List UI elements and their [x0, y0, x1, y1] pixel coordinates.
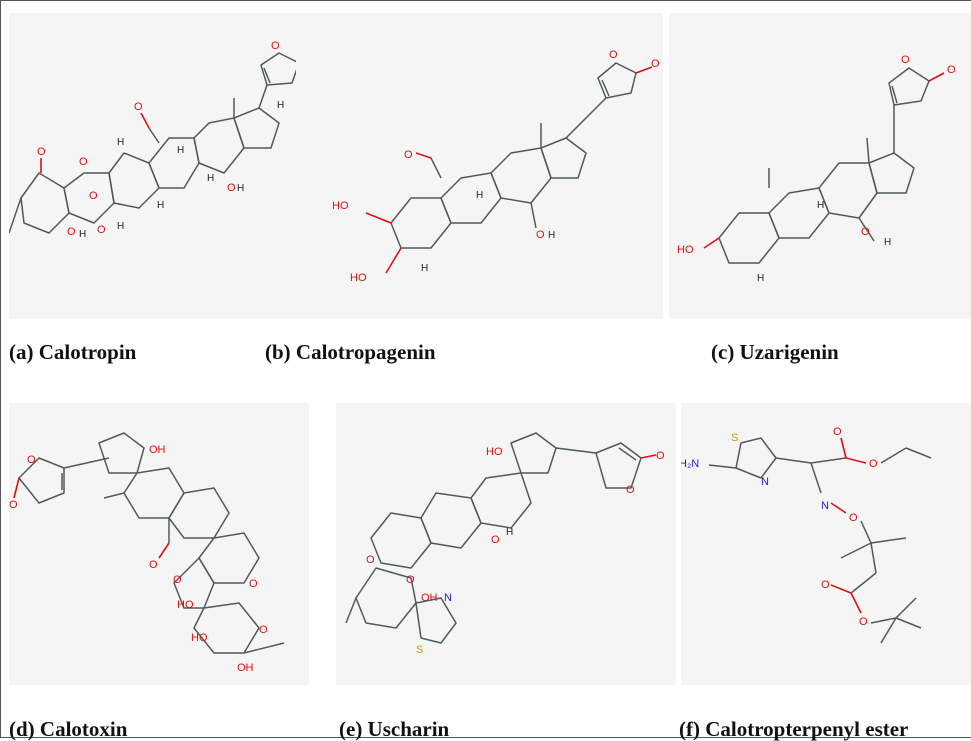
- atom-o: O: [861, 226, 870, 238]
- atom-o: O: [626, 484, 635, 496]
- atom-h: H: [79, 229, 86, 240]
- atom-o: O: [79, 156, 88, 168]
- panel-d-structure: O O OH O O O O HO HO: [9, 403, 309, 685]
- atom-o: O: [89, 190, 98, 202]
- atom-h: H: [237, 183, 244, 194]
- atom-h: H: [207, 173, 214, 184]
- calotoxin-structure: O O OH O O O O HO HO: [9, 432, 285, 674]
- uscharin-structure: O O HO O H O O OH N S: [345, 432, 665, 656]
- atom-o: O: [97, 224, 106, 236]
- atom-o: O: [869, 458, 878, 470]
- atom-oh: OH: [237, 662, 254, 674]
- panel-b-structure: O O O H H O H HO HO: [296, 13, 663, 319]
- atom-o: O: [821, 579, 830, 591]
- calotropagenin-structure: O O O H H O H HO HO: [332, 49, 660, 284]
- atom-h: H: [117, 221, 124, 232]
- atom-o: O: [833, 426, 842, 438]
- atom-o: O: [404, 149, 413, 161]
- atom-o: O: [271, 40, 280, 52]
- uzarigenin-structure: O O H O H H HO: [677, 54, 956, 284]
- atom-o: O: [149, 559, 158, 571]
- atom-ho: HO: [191, 632, 208, 644]
- atom-h: H: [476, 190, 483, 201]
- atom-o: O: [947, 64, 956, 76]
- atom-o: O: [536, 229, 545, 241]
- calotropterpenyl-ester-structure: S N H₂N N O O O O O: [681, 426, 932, 644]
- atom-ho: HO: [677, 244, 694, 256]
- atom-o: O: [609, 49, 618, 61]
- atom-o: O: [27, 454, 36, 466]
- panel-c-structure: O O H O H H HO: [669, 13, 971, 319]
- atom-n: N: [761, 476, 769, 488]
- atom-o: O: [173, 574, 182, 586]
- atom-o: O: [259, 624, 268, 636]
- atom-o: O: [227, 182, 236, 194]
- atom-s: S: [416, 644, 423, 656]
- atom-o: O: [651, 58, 660, 70]
- atom-h: H: [117, 137, 124, 148]
- panel-e-structure: O O HO O H O O OH N S: [336, 403, 676, 685]
- atom-ho: HO: [350, 272, 367, 284]
- calotropin-structure: O O H O H H H H O H H O: [9, 40, 324, 240]
- atom-h: H: [884, 237, 891, 248]
- atom-o: O: [406, 574, 415, 586]
- atom-n: N: [821, 500, 829, 512]
- atom-nh2: H₂N: [681, 458, 699, 470]
- atom-h: H: [177, 145, 184, 156]
- caption-e: (e) Uscharin: [339, 717, 450, 741]
- atom-h: H: [157, 200, 164, 211]
- atom-o: O: [37, 146, 46, 158]
- atom-h: H: [277, 100, 284, 111]
- atom-o: O: [249, 578, 258, 590]
- atom-o: O: [9, 499, 18, 511]
- atom-o: O: [134, 101, 143, 113]
- panel-f-structure: S N H₂N N O O O O O: [681, 403, 971, 685]
- atom-o: O: [366, 554, 375, 566]
- atom-ho: HO: [332, 200, 349, 212]
- panel-a-structure: O O H O H H H H O H H O: [9, 13, 334, 319]
- atom-h: H: [421, 263, 428, 274]
- atom-h: H: [757, 273, 764, 284]
- atom-o: O: [67, 226, 76, 238]
- caption-d: (d) Calotoxin: [9, 717, 128, 741]
- atom-o: O: [849, 512, 858, 524]
- atom-n: N: [444, 592, 452, 604]
- caption-b: (b) Calotropagenin: [265, 340, 436, 364]
- atom-ho: HO: [486, 446, 503, 458]
- atom-oh: OH: [149, 444, 166, 456]
- caption-a: (a) Calotropin: [9, 340, 137, 364]
- atom-ho: HO: [177, 599, 194, 611]
- atom-o: O: [859, 616, 868, 628]
- atom-o: O: [656, 450, 665, 462]
- atom-h: H: [506, 527, 513, 538]
- atom-s: S: [731, 432, 738, 444]
- caption-f: (f) Calotropterpenyl ester: [679, 717, 909, 741]
- caption-c: (c) Uzarigenin: [711, 340, 839, 364]
- atom-h: H: [817, 200, 824, 211]
- atom-o: O: [901, 54, 910, 66]
- atom-o: O: [491, 534, 500, 546]
- atom-h: H: [548, 230, 555, 241]
